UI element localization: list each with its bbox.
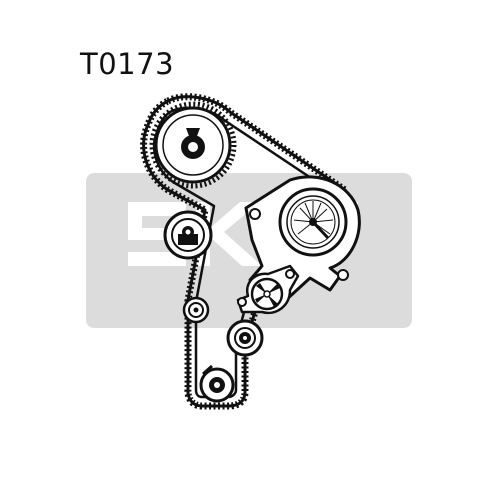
crankshaft-sprocket: [199, 364, 235, 403]
small-idler-pulley: [182, 296, 210, 324]
belt-teeth: [140, 93, 349, 410]
camshaft-sprocket: [149, 101, 237, 189]
part-code-label: T0173: [80, 47, 175, 81]
lower-idler-pulley: [226, 319, 264, 357]
water-pump: [244, 175, 361, 302]
idler-pulley-spoked: [236, 264, 300, 315]
tensioner-pulley: [163, 210, 213, 260]
